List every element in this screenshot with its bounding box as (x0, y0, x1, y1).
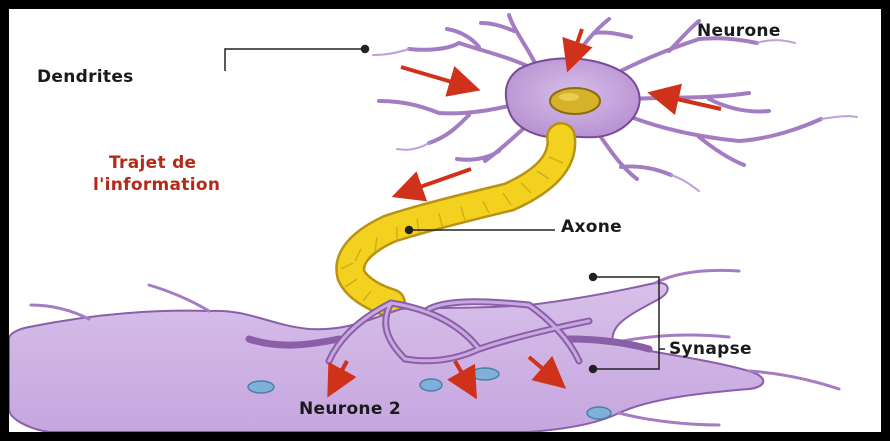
trajet-label-line2: l'information (93, 175, 220, 195)
axone-leader-dot (406, 227, 413, 234)
synapse-leader-dot-bottom (590, 366, 597, 373)
synapse-label: Synapse (669, 339, 752, 359)
neurone-label: Neurone (697, 21, 781, 41)
nucleus (550, 88, 600, 114)
dendrites-label: Dendrites (37, 67, 134, 87)
axone-label: Axone (561, 217, 622, 237)
trajet-label-line1: Trajet de (109, 153, 196, 173)
neurone-2-label: Neurone 2 (299, 399, 401, 419)
dendrites-leader (225, 49, 365, 71)
diagram-frame: Neurone Dendrites Trajet de l'informatio… (9, 9, 881, 432)
neuron-diagram (9, 9, 881, 432)
synapse-leader-dot-top (590, 274, 597, 281)
dendrites-leader-dot (362, 46, 369, 53)
